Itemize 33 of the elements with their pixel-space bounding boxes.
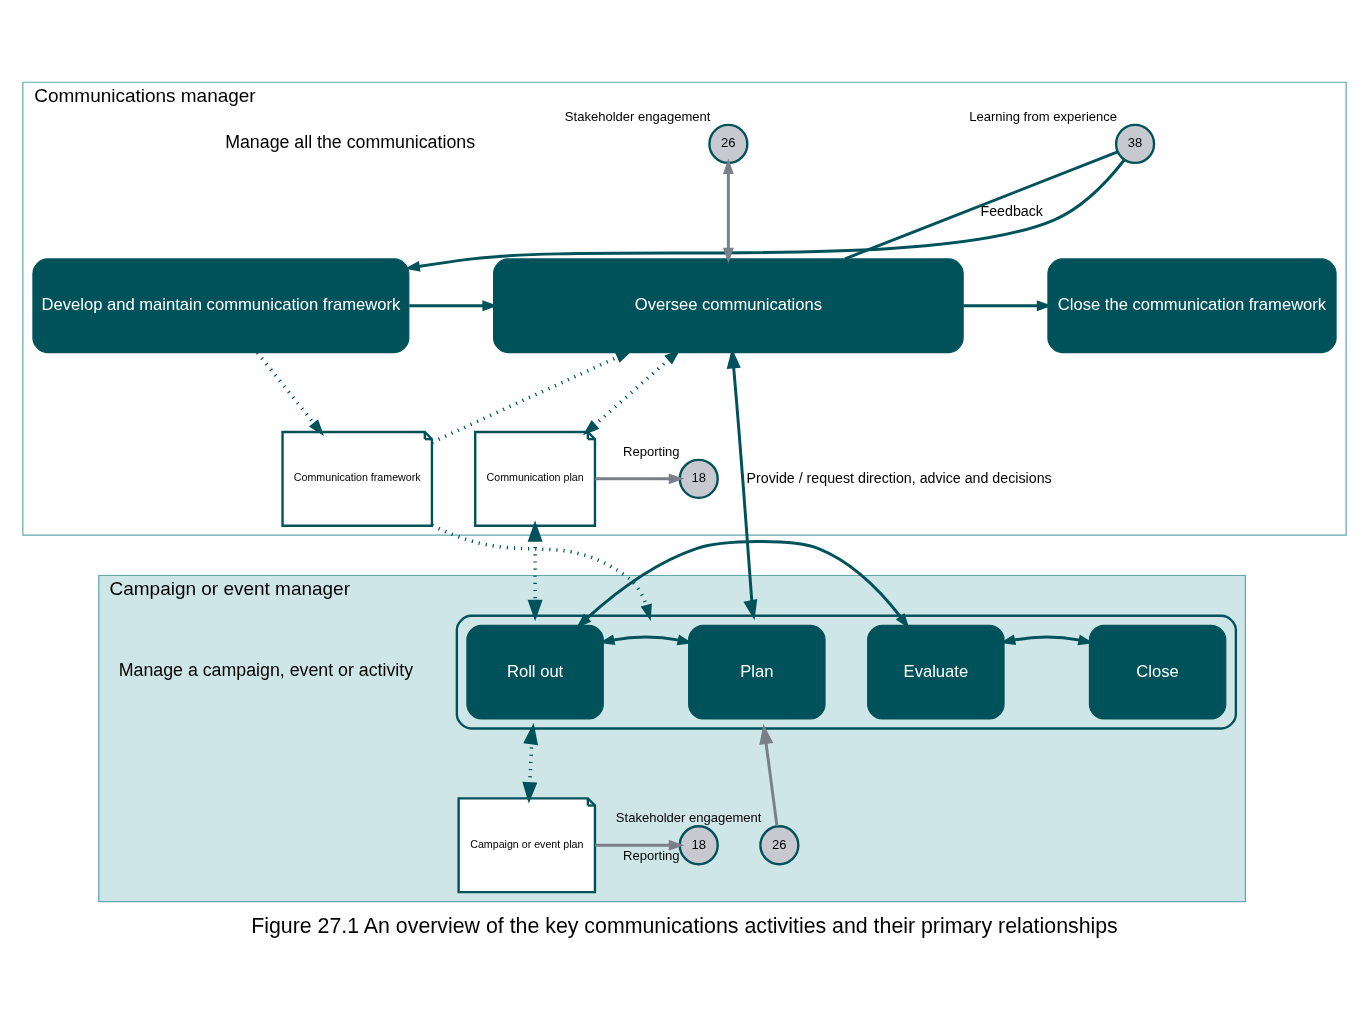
arrow [256,351,324,436]
node-box: Close the communication framework [1047,257,1337,353]
arrow [431,523,652,621]
arrow [595,839,685,851]
label: Manage all the communications [225,131,476,152]
arrow [431,350,633,444]
node-circle: 18 [678,824,719,865]
node-box: Oversee communications [493,257,964,353]
arrow [522,722,539,804]
node-box: Close [1088,624,1227,720]
node-circle: 26 [759,824,800,865]
edge-label: Provide / request direction, advice and decisions [746,469,1052,486]
node-label: Reporting [623,847,680,863]
arrow [722,158,734,263]
node-label: Learning from experience [969,108,1118,124]
node-circle: 18 [678,458,719,499]
arrow [527,519,543,621]
node-label: Reporting [623,443,680,459]
node-box: Evaluate [867,624,1005,720]
arrow [595,472,685,484]
node-box: Roll out [466,624,604,720]
node-box: Develop and maintain communication framework [32,257,410,353]
label: Manage a campaign, event or activity [118,659,414,680]
node-label: Stakeholder engagement [615,809,762,825]
node-circle: 38 [1114,123,1156,164]
caption: Figure 27.1 An overview of the key communications activities and their primary relationships [251,913,1118,938]
connector [844,150,1119,260]
arrow [759,723,779,826]
node-box: Plan [688,624,826,720]
node-circle: 26 [708,123,749,164]
edge-label: Feedback [980,202,1043,219]
arrow [404,158,1126,272]
node-label: Stakeholder engagement [564,108,711,124]
